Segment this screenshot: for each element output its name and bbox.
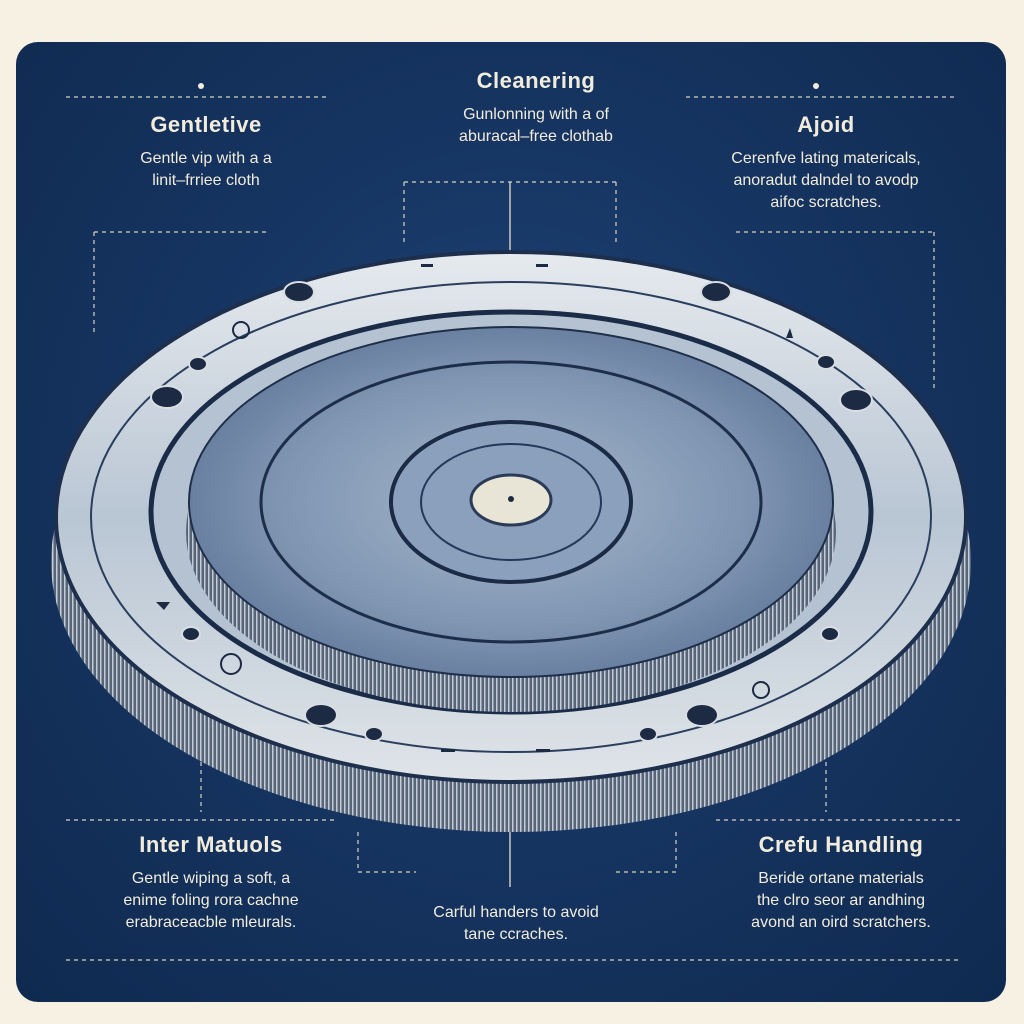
callout-top-left: Gentletive Gentle vip with a a linit–frr… [86, 112, 326, 192]
rim-mark [536, 264, 548, 267]
bottom-center-bracket-left [357, 832, 416, 873]
callout-line: anoradut dalndel to avodp [733, 172, 919, 189]
callout-title: Gentletive [150, 112, 262, 137]
arrow-icon [380, 258, 394, 264]
disc-illustration [51, 250, 971, 832]
screw-hole-icon [839, 388, 873, 412]
arrow-icon [156, 602, 170, 610]
callout-title: Inter Matuols [139, 832, 283, 857]
callout-title: Crefu Handling [758, 832, 924, 857]
callout-line: Beride ortane materials [758, 870, 924, 887]
screw-hole-icon [638, 726, 658, 742]
callout-text: Gentle vip with a a linit–frriee cloth [86, 148, 326, 192]
callout-top-center: Cleanering Gunlonning with a of aburacal… [386, 68, 686, 148]
screw-hole-icon [364, 726, 384, 742]
rim-mark [441, 749, 455, 752]
callout-line: erabraceacble mleurals. [125, 914, 297, 931]
callout-line: Carful handers to avoid [433, 904, 599, 921]
screw-hole-icon [150, 385, 184, 409]
callout-bottom-center: Carful handers to avoid tane ccraches. [366, 892, 666, 946]
screw-hole-icon [820, 626, 840, 642]
screw-hole-icon [685, 703, 719, 727]
callout-line: Cerenfve lating matericals, [731, 150, 921, 167]
callout-line: avond an oird scratchers. [751, 914, 931, 931]
callout-line: Gunlonning with a of [463, 106, 609, 123]
screw-hole-icon [188, 356, 208, 372]
callout-line: aburacal–free clothab [459, 128, 613, 145]
callout-text: Carful handers to avoid tane ccraches. [366, 902, 666, 946]
screw-hole-icon [304, 703, 338, 727]
dial-mark [220, 653, 242, 675]
rim-mark [421, 264, 433, 267]
callout-line: Gentle vip with a a [140, 150, 272, 167]
callout-line: tane ccraches. [463, 926, 569, 943]
callout-title: Cleanering [476, 68, 596, 93]
arrow-icon [622, 258, 636, 264]
callout-text: Beride ortane materials the clro seor ar… [706, 868, 976, 934]
screw-hole-icon [181, 626, 201, 642]
callout-line: the clro seor ar andhing [756, 892, 926, 909]
callout-line: aifoc scratches. [770, 194, 882, 211]
rim-mark [536, 749, 550, 752]
callout-line: Gentle wiping a soft, a [131, 870, 291, 887]
callout-bottom-left: Inter Matuols Gentle wiping a soft, a en… [71, 832, 351, 934]
callout-text: Cerenfve lating matericals, anoradut dal… [676, 148, 976, 214]
callout-text: Gunlonning with a of aburacal–free cloth… [386, 104, 686, 148]
diagram-panel: Gentletive Gentle vip with a a linit–frr… [16, 42, 1006, 1002]
screw-hole-icon [700, 281, 732, 303]
callout-top-right: Ajoid Cerenfve lating matericals, anorad… [676, 112, 976, 214]
callout-line: linit–frriee cloth [152, 172, 260, 189]
callout-line: enime foling rora cachne [123, 892, 299, 909]
bottom-center-bracket-right [616, 832, 677, 873]
callout-bottom-right: Crefu Handling Beride ortane materials t… [706, 832, 976, 934]
dial-mark [752, 681, 770, 699]
screw-hole-icon [816, 354, 836, 370]
dial-mark [232, 321, 250, 339]
arrow-icon [786, 328, 793, 338]
callout-text: Gentle wiping a soft, a enime foling ror… [71, 868, 351, 934]
screw-hole-icon [283, 281, 315, 303]
callout-title: Ajoid [797, 112, 855, 137]
